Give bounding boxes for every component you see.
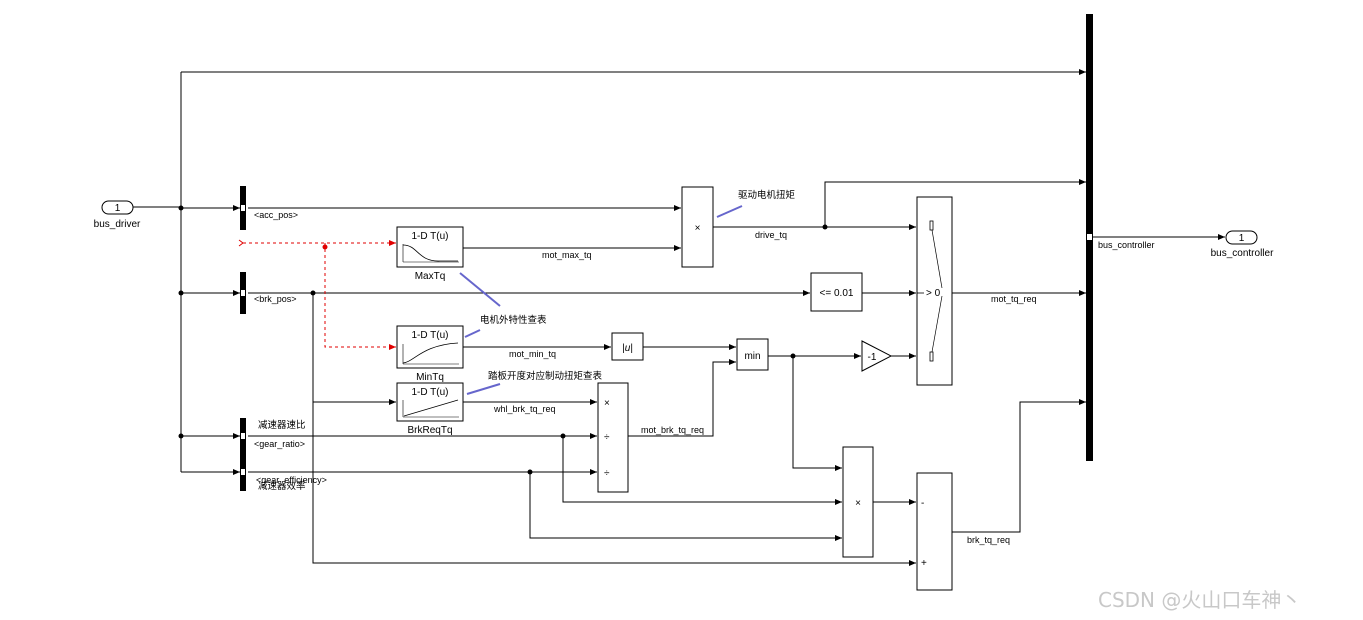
signal-whl-brk-tq-req: whl_brk_tq_req [493, 404, 556, 414]
inport-bus-driver[interactable]: 1 bus_driver [94, 200, 141, 230]
note-pedal-brake-table: 踏板开度对应制动扭矩查表 [488, 370, 603, 382]
svg-text:-: - [921, 498, 924, 509]
signal-labels: mot_max_tq drive_tq mot_tq_req mot_min_t… [493, 230, 1037, 545]
note-drive-motor-torque: 驱动电机扭矩 [738, 189, 796, 201]
svg-text:MaxTq: MaxTq [415, 271, 446, 282]
lookup-mintq[interactable]: 1-D T(u) MinTq [396, 325, 464, 383]
signal-mot-brk-tq-req: mot_brk_tq_req [641, 425, 704, 435]
note-motor-char-table: 电机外特性查表 [480, 314, 547, 326]
signal-brk-tq-req: brk_tq_req [967, 535, 1010, 545]
lookup-maxtq[interactable]: 1-D T(u) MaxTq [396, 226, 464, 282]
lookup-brkreqtq[interactable]: 1-D T(u) BrkReqTq [396, 382, 464, 436]
svg-text:1-D T(u): 1-D T(u) [411, 330, 448, 341]
sum-block[interactable]: - + [916, 472, 953, 591]
note-reducer-efficiency: 减速器效率 [258, 480, 306, 492]
product-block[interactable]: × [681, 186, 714, 268]
note-reducer-ratio: 减速器速比 [258, 419, 306, 431]
signal-wires [133, 69, 1225, 566]
watermark: CSDN @火山口车神丶 [1098, 588, 1301, 612]
switch-block[interactable]: > 0 [916, 196, 953, 386]
signal-mot-min-tq: mot_min_tq [509, 349, 556, 359]
selector-gear[interactable]: <gear_ratio> <gear_efficiency> [240, 418, 327, 491]
compare-block[interactable]: <= 0.01 [810, 272, 863, 312]
svg-text:<gear_efficiency>: <gear_efficiency> [256, 475, 327, 485]
selector-acc-pos[interactable]: <acc_pos> [240, 186, 298, 230]
junction-dots [178, 205, 828, 475]
svg-text:1-D T(u): 1-D T(u) [411, 231, 448, 242]
svg-text:<= 0.01: <= 0.01 [820, 288, 854, 299]
svg-text:1: 1 [115, 203, 121, 214]
svg-text:<gear_ratio>: <gear_ratio> [254, 439, 305, 449]
outport-bus-controller[interactable]: 1 bus_controller [1211, 230, 1274, 259]
min-block[interactable]: min [736, 338, 769, 371]
divide-block[interactable]: × ÷ ÷ [597, 382, 629, 493]
svg-text:÷: ÷ [604, 468, 610, 479]
signal-drive-tq: drive_tq [755, 230, 787, 240]
svg-text:×: × [855, 498, 861, 509]
svg-text:÷: ÷ [604, 432, 610, 443]
svg-text:1: 1 [1239, 233, 1245, 244]
product-block-2[interactable]: × [842, 446, 874, 558]
svg-text:1-D T(u): 1-D T(u) [411, 387, 448, 398]
signal-mot-tq-req: mot_tq_req [991, 294, 1037, 304]
svg-text:-1: -1 [868, 352, 877, 363]
svg-text:BrkReqTq: BrkReqTq [407, 425, 452, 436]
outport-label: bus_controller [1211, 248, 1274, 259]
svg-text:+: + [921, 558, 927, 569]
svg-text:×: × [695, 223, 701, 234]
svg-text:MinTq: MinTq [416, 372, 444, 383]
svg-text:<brk_pos>: <brk_pos> [254, 294, 297, 304]
dashed-wires [238, 239, 396, 350]
bus-creator[interactable]: bus_controller [1086, 14, 1155, 461]
svg-text:> 0: > 0 [926, 288, 941, 299]
gain-block[interactable]: -1 [861, 340, 893, 372]
svg-text:|u|: |u| [622, 343, 633, 354]
svg-text:bus_controller: bus_controller [1098, 240, 1155, 250]
svg-text:<acc_pos>: <acc_pos> [254, 210, 298, 220]
svg-text:×: × [604, 398, 610, 409]
svg-text:min: min [744, 351, 760, 362]
abs-block[interactable]: |u| [611, 332, 644, 361]
inport-label: bus_driver [94, 219, 141, 230]
signal-mot-max-tq: mot_max_tq [542, 250, 592, 260]
annotations: 驱动电机扭矩 电机外特性查表 踏板开度对应制动扭矩查表 减速器速比 减速器效率 [258, 189, 796, 492]
selector-brk-pos[interactable]: <brk_pos> [240, 272, 297, 314]
